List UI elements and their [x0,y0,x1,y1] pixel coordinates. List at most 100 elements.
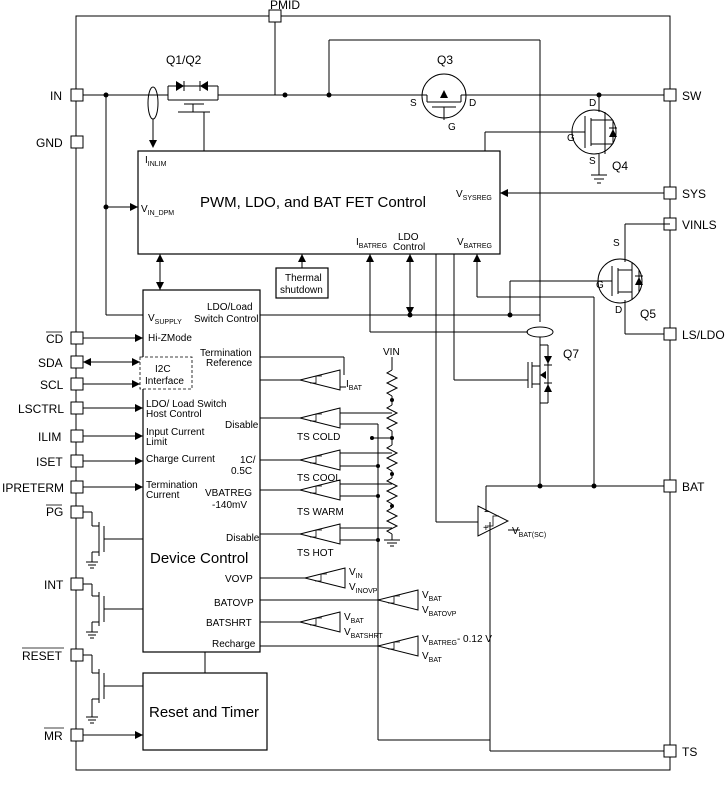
q7-fet [520,337,552,486]
q4-s-label: S [589,156,596,167]
pin-scl [70,377,84,391]
q3-fet [421,73,467,120]
reference-label: Reference [206,358,253,369]
open-drain-pg [83,511,143,569]
q3-label: Q3 [437,53,453,67]
batovp-comparator [260,589,419,611]
vbatovp-label: VBATOVP [422,605,457,618]
pin-pmid-label: PMID [270,0,300,12]
ts-cold-comparator [260,407,392,740]
ic-outline [75,15,671,771]
pin-mr [70,728,84,742]
pin-in [70,88,84,102]
reset-timer-block [142,672,268,751]
pin-lsctrl [70,401,84,415]
ts-warm-comparator [260,479,392,501]
ts-hot-label: TS HOT [297,548,334,559]
left-pin-wiring [83,334,143,739]
ldo-label: LDO [398,232,419,243]
pin-sw [663,88,677,102]
q4-g-label: G [567,133,575,144]
pin-ls-ldo-label: LS/LDO [682,328,725,342]
q5-g-label: G [596,280,604,291]
charge-current-label: Charge Current [146,454,215,465]
batovp-label: BATOVP [214,598,254,609]
limit-label: Limit [146,437,167,448]
pins: PMID IN GND CD SDA SCL LSCTRL ILIM ISET … [2,0,725,759]
pin-ts [663,744,677,758]
vovp-label: VOVP [225,574,253,585]
current-label: Current [146,490,180,501]
vbat-recharge-label: VBAT [422,651,442,664]
i2c-label: I2C [155,364,171,375]
q7-label: Q7 [563,347,579,361]
q4-d-label: D [589,98,596,109]
hi-zmode-label: Hi-ZMode [148,333,192,344]
pin-lsctrl-label: LSCTRL [18,402,64,416]
device-control-block [142,289,261,653]
thermal-label: Thermal [285,273,322,284]
pin-cd-label: CD [46,332,64,346]
q5-d-label: D [615,305,622,316]
host-control-label: Host Control [146,409,202,420]
batshrt-label: BATSHRT [206,618,252,629]
q1-q2-label: Q1/Q2 [166,53,202,67]
pin-gnd-label: GND [36,136,63,150]
current-sense-loop [147,86,159,120]
pwm-control-title: PWM, LDO, and BAT FET Control [200,194,426,211]
reset-timer-title: Reset and Timer [149,704,259,721]
pin-iset-label: ISET [36,455,63,469]
pin-in-label: IN [50,89,62,103]
ts-cold-label: TS COLD [297,432,340,443]
minus-140mv-label: -140mV [212,500,247,511]
pin-sys-label: SYS [682,187,706,201]
pin-ipreterm-label: IPRETERM [2,481,64,495]
pin-sda-label: SDA [38,356,63,370]
pin-int-label: INT [44,578,64,592]
q1-q2-fet [167,81,219,148]
open-drain-reset [83,654,143,724]
ts-cool-comparator [260,449,392,471]
disable-1-label: Disable [225,420,259,431]
q5-s-label: S [613,238,620,249]
pin-pg [70,505,84,519]
pin-reset [70,648,84,662]
termination-label: Termination [200,348,252,359]
vin-vovp-label: VIN [349,567,363,580]
interface-label: Interface [145,376,184,387]
svg-text:−: − [484,507,490,518]
pin-sda [70,355,84,369]
termination-in-label: Termination [146,480,198,491]
pin-ilim [70,429,84,443]
pin-reset-label: RESET [22,649,63,663]
q4-fet [484,95,617,184]
ibat-comparator [260,356,346,391]
half-c-label: 0.5C [231,466,252,477]
bat-current-sense-loop [526,326,554,338]
pin-vinls-label: VINLS [682,218,717,232]
q3-s-label: S [410,98,417,109]
svg-text:+: + [483,523,489,534]
ts-resistor-ladder [384,357,400,547]
ibat-label: IBAT [346,379,363,392]
ts-warm-label: TS WARM [297,507,344,518]
open-drain-int [83,583,143,639]
pin-bat-label: BAT [682,480,705,494]
vin-ladder-label: VIN [383,347,400,358]
q3-g-label: G [448,122,456,133]
pin-ilim-label: ILIM [38,430,61,444]
vbat-batovp-label: VBAT [422,590,442,603]
pin-ls-ldo [663,327,677,341]
pin-iset [70,454,84,468]
vbatreg-recharge-label: VBATREG- 0.12 V [422,634,492,647]
i2c-interface-box [139,356,193,390]
one-c-label: 1C/ [240,455,256,466]
pin-gnd [70,135,84,149]
pin-ts-label: TS [682,745,697,759]
pin-ipreterm [70,480,84,494]
q3-d-label: D [469,98,476,109]
pin-mr-label: MR [44,729,63,743]
vovp-comparator [260,567,346,589]
